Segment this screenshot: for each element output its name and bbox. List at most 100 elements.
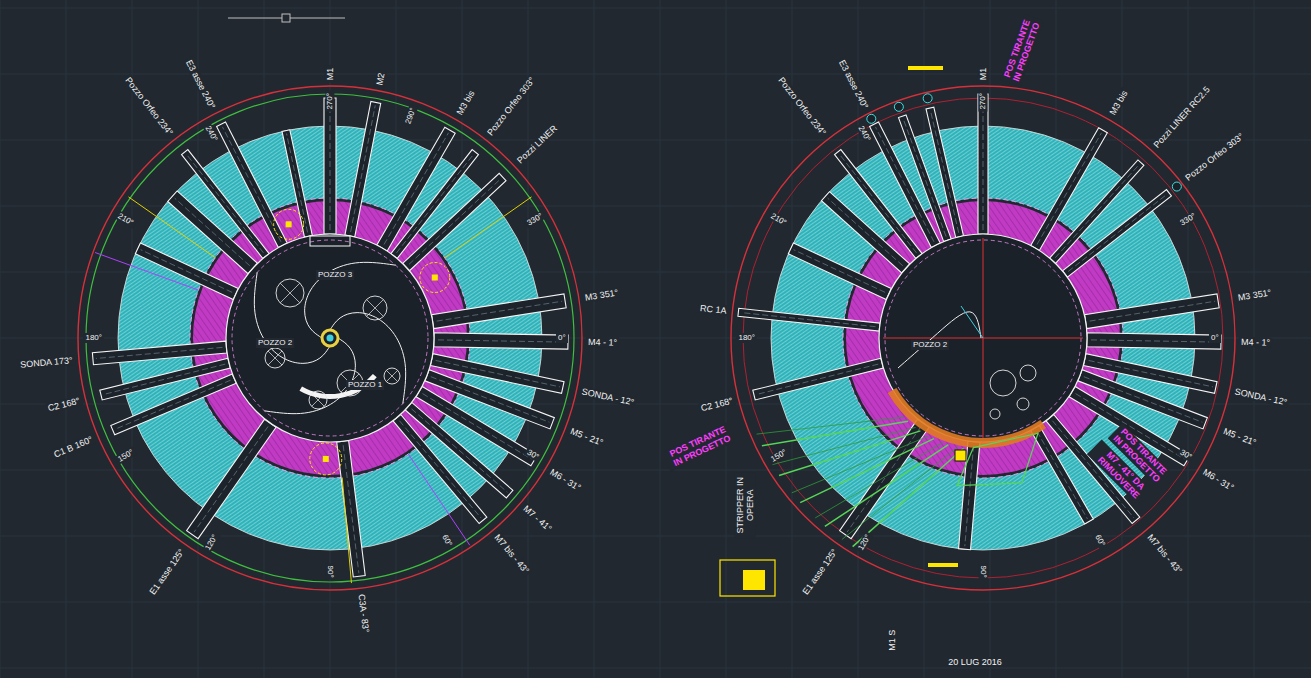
angle-mark: 240° (856, 122, 874, 144)
tie-rod (815, 443, 943, 518)
angle-mark: 210° (767, 211, 789, 229)
survey-circle (86, 94, 574, 582)
angle-mark: 30° (523, 447, 542, 463)
tunnel-axis (222, 127, 281, 242)
tunnel-label: Pozzi LINER (514, 122, 561, 167)
tunnel-label: RC 1A (698, 303, 729, 316)
spiral-line (330, 313, 406, 404)
tunnel-label: M3 351° (582, 287, 621, 303)
tunnel-axis (438, 340, 565, 342)
yellow-block (743, 570, 765, 590)
angle-mark: 120° (856, 531, 874, 553)
angle-mark: 0° (556, 333, 568, 342)
grid-line (66, 0, 67, 678)
tunnel-label: Pozzo Orfeo 303° (484, 74, 538, 140)
tunnel-label: E1 asse 125° (146, 545, 188, 598)
tunnel-axis (1068, 195, 1167, 272)
angle-mark: 270° (325, 91, 334, 112)
pile-marker (432, 275, 438, 281)
tunnel-label: E3 asse 240° (183, 56, 218, 112)
angle-mark: 0° (1209, 333, 1221, 342)
survey-line (128, 197, 215, 258)
tunnel-shaft (1085, 294, 1220, 329)
pile-circle (310, 443, 342, 475)
tunnel-shaft (217, 122, 288, 248)
grid-line (0, 0, 1, 678)
tunnel-shaft (788, 243, 891, 300)
grid-line (0, 140, 1311, 141)
lining-ring (846, 201, 1120, 475)
shaft-label: POZZO 1 (346, 380, 384, 389)
angle-mark: 330° (523, 211, 545, 229)
tunnel-label: M3 351° (1235, 287, 1274, 303)
well-circle (309, 391, 327, 409)
yellow-box (720, 560, 775, 596)
tunnel-label: Pozzo Orfeo 234° (122, 74, 176, 140)
yellow-square (955, 450, 966, 461)
tunnel-label: M3 bis (454, 87, 478, 119)
angle-mark: 180° (736, 333, 757, 342)
tie-rod (772, 427, 915, 464)
tunnel-axis (757, 364, 878, 394)
shaft-inner-line (232, 240, 428, 436)
tunnel-label: M5 - 21° (1220, 425, 1259, 448)
well-circle (990, 409, 1000, 419)
yellow-marker (928, 563, 958, 567)
tunnel-axis (330, 101, 331, 230)
well-cross (312, 394, 325, 407)
angle-mark: 150° (767, 447, 789, 465)
plan-view (720, 66, 1235, 596)
tunnel-shaft (168, 191, 258, 274)
well-circle (1017, 398, 1029, 410)
design-note: POS TIRANTE IN PROGETTO (1000, 14, 1043, 87)
tunnel-shaft (337, 440, 365, 576)
tunnel-shaft (1087, 333, 1221, 349)
angle-mark: 210° (114, 211, 136, 229)
well-circle (265, 348, 285, 368)
tunnel-label: Pozzi LINER RC2.5 (1150, 83, 1213, 152)
pile-circle (420, 263, 450, 293)
angle-mark: 30° (1176, 447, 1195, 463)
spiral-line (254, 272, 330, 363)
tunnel-axis (1037, 133, 1102, 245)
angle-mark: 270° (978, 91, 987, 112)
tunnel-label: M7 bis - 43° (491, 531, 532, 578)
tie-rod (757, 417, 904, 434)
tunnel-label: C3A - 83° (356, 591, 371, 635)
reference-line (961, 306, 983, 338)
instrument-symbol (867, 114, 876, 123)
tie-rod (842, 447, 958, 539)
tunnel-axis (104, 364, 225, 394)
tunnel-shaft (100, 358, 230, 400)
reinforced-band (888, 388, 1046, 448)
instrument-symbol (894, 102, 903, 111)
well-cross (367, 300, 384, 317)
plan-view (78, 86, 582, 590)
angle-mark: 330° (1176, 211, 1198, 229)
angle-mark: 60° (1092, 531, 1108, 550)
tunnel-shaft (324, 98, 336, 234)
tunnel-shaft (432, 294, 567, 329)
instrument-symbol (1172, 182, 1181, 191)
tunnel-shaft (434, 333, 568, 349)
tunnel-shaft (738, 308, 880, 331)
tunnel-shaft (345, 101, 381, 236)
tunnel-label: M2 (374, 70, 387, 88)
grid-line (0, 602, 1311, 603)
tunnel-label: C2 168° (698, 395, 736, 414)
tunnel-axis (794, 250, 886, 293)
tunnel-label: C1 B 160° (51, 433, 97, 460)
tunnel-label: M6 - 31° (1200, 465, 1238, 494)
tunnel-shaft (840, 419, 929, 538)
well-circle (1020, 365, 1036, 381)
tunnel-label: Pozzo Orfeo 303° (1182, 130, 1248, 184)
shaft-floor (226, 234, 434, 442)
design-note: POS TIRANTE IN PROGETTO (662, 421, 738, 471)
angle-mark: 120° (203, 531, 221, 553)
grid-line (726, 0, 727, 678)
tunnel-axis (96, 347, 223, 358)
tunnel-label: M1 (325, 65, 335, 82)
shaft-label: POZZO 2 (911, 340, 949, 349)
well-cross (386, 370, 397, 381)
